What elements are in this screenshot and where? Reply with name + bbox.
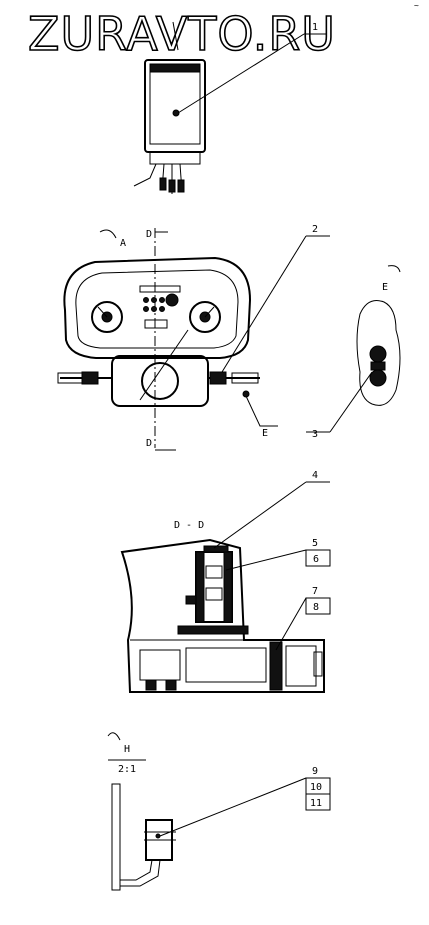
key-head-lower <box>369 369 387 387</box>
part-1-connector-block <box>149 151 201 165</box>
dashboard-panel-outline <box>75 269 239 349</box>
section-end-cap <box>285 645 317 687</box>
callout-7: 7 <box>312 586 318 597</box>
key-head-upper <box>369 345 387 363</box>
section-foot-mid <box>165 679 177 691</box>
view-h-sensor-dot <box>155 833 161 839</box>
switch-mechanism-left <box>195 551 205 623</box>
indicator-row-top <box>139 285 181 293</box>
left-plug <box>57 372 83 384</box>
part-1-cables <box>133 163 183 194</box>
switch-contact-1 <box>205 565 223 579</box>
view-h: H 2:1 <box>107 732 176 891</box>
leader-7 <box>275 597 307 651</box>
callout-6-box <box>305 549 331 567</box>
gauge-left-needle <box>97 306 108 318</box>
indicator-lamp-4 <box>143 306 149 312</box>
dashboard-view: D D A <box>57 228 278 451</box>
leader-9 <box>159 777 307 837</box>
part-1-plug-2 <box>168 179 176 193</box>
left-connector <box>81 371 99 385</box>
leader-5 <box>225 549 307 571</box>
right-plug <box>231 372 259 384</box>
ignition-axis <box>139 329 189 401</box>
indicator-lamp-2 <box>151 297 157 303</box>
dashboard-hood-outline <box>63 256 252 359</box>
gauge-left <box>91 301 123 333</box>
indicator-lamp-6 <box>159 306 165 312</box>
lower-housing <box>111 355 209 407</box>
section-d-d-title: D - D <box>174 520 204 531</box>
view-e-label: E <box>382 282 388 293</box>
callout-11: 11 <box>310 798 322 809</box>
section-housing-outline <box>120 538 325 693</box>
corner-mark: ~ <box>414 1 419 10</box>
indicator-lamp-1 <box>143 297 149 303</box>
leader-3 <box>329 371 373 433</box>
view-h-scale: 2:1 <box>118 764 136 775</box>
view-a-arrow <box>99 229 117 239</box>
view-e-key: E <box>356 265 401 406</box>
part-1-body <box>144 59 206 153</box>
right-connector <box>209 371 227 385</box>
callout-8: 8 <box>313 602 319 613</box>
section-clip <box>269 641 283 691</box>
part-1-unit <box>133 21 206 194</box>
section-end-tab <box>313 651 323 677</box>
switch-contact-2 <box>205 587 223 601</box>
gauge-right-needle <box>204 306 215 318</box>
indicator-lamp-3 <box>159 297 165 303</box>
indicator-dial <box>165 293 179 307</box>
section-cavity-left <box>139 649 181 681</box>
leader-4 <box>213 481 307 549</box>
switch-screw <box>185 595 197 605</box>
gauge-right <box>189 301 221 333</box>
section-foot-left <box>145 679 157 691</box>
callout-3: 3 <box>312 429 318 440</box>
display-window <box>144 319 168 329</box>
switch-base-plate <box>177 625 249 635</box>
leader-2 <box>221 235 307 373</box>
section-d-d: D - D <box>120 520 325 693</box>
callout-1: 1 <box>312 22 318 33</box>
view-h-bracket <box>111 783 121 891</box>
view-h-label: H <box>124 744 130 755</box>
callout-4: 4 <box>312 470 318 481</box>
view-e-leader <box>245 395 278 427</box>
part-1-top-bar <box>149 63 201 73</box>
part-1-center-dot <box>172 109 180 117</box>
callout-8-box <box>305 597 331 615</box>
callout-5: 5 <box>312 538 318 549</box>
section-d-bottom-label: D <box>146 438 152 449</box>
view-h-arrow <box>107 732 121 741</box>
ignition-barrel <box>141 362 179 400</box>
part-1-plug-3 <box>177 179 185 193</box>
key-shank <box>370 361 386 371</box>
view-e-body <box>356 300 401 406</box>
view-h-wires <box>120 859 161 887</box>
leader-1 <box>177 33 305 114</box>
callout-2: 2 <box>312 224 318 235</box>
view-e-arrow <box>387 265 401 273</box>
callout-11-box <box>305 793 331 811</box>
watermark-text: ZURAVTO.RU <box>28 7 336 61</box>
callout-6: 6 <box>313 554 319 565</box>
callout-9: 9 <box>312 766 318 777</box>
view-a-label: A <box>120 238 126 249</box>
part-1-antenna <box>172 21 179 51</box>
callout-10: 10 <box>310 782 322 793</box>
part-1-panel <box>149 69 201 145</box>
indicator-lamp-5 <box>151 306 157 312</box>
part-1-plug-1 <box>159 177 167 191</box>
view-e-marker-label: E <box>262 428 268 439</box>
section-base-block <box>185 647 267 683</box>
section-d-top-label: D <box>146 229 152 240</box>
switch-mechanism-right <box>223 551 233 623</box>
